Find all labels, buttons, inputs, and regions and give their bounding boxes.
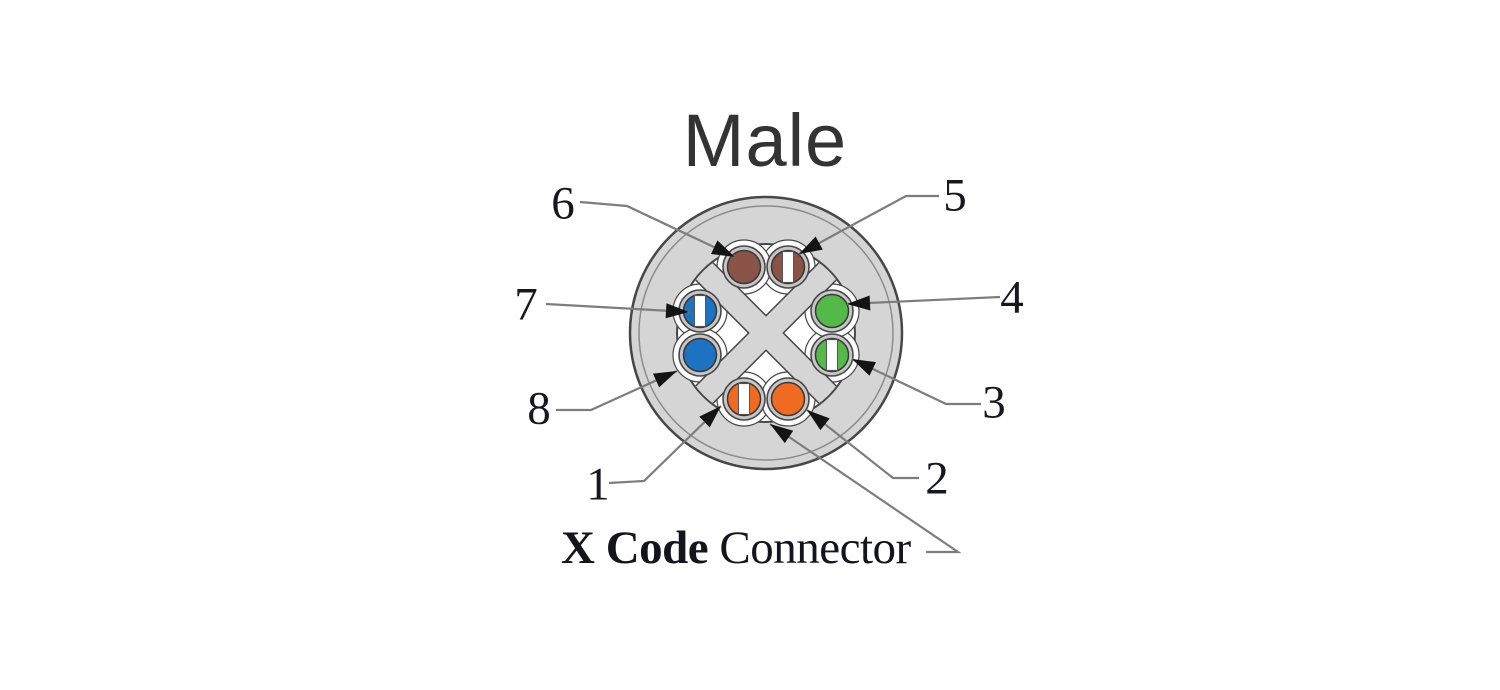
leader-line-pin-2 [806, 409, 919, 480]
leader-line-pin-4 [846, 295, 1001, 311]
caption-code-name: X Code [561, 522, 709, 574]
pin-label-1: 1 [586, 458, 610, 511]
connector-shell-inner-line [638, 205, 894, 461]
pin-label-4: 4 [1000, 271, 1024, 324]
leader-line-pin-6 [579, 200, 736, 258]
leader-line-pin-7 [545, 302, 690, 319]
pin-label-3: 3 [982, 376, 1006, 429]
pin-2-orange [770, 381, 806, 417]
leader-line-connector-body [769, 423, 962, 554]
pin-8-blue [682, 337, 718, 373]
pin-6-brown [726, 249, 762, 285]
pin-4-green [814, 293, 850, 329]
pin-3-white-green [814, 337, 850, 373]
leader-line-pin-8 [556, 369, 678, 412]
pin-label-5: 5 [943, 169, 967, 222]
page-title: Male [682, 99, 848, 182]
caption-connector-word: Connector [708, 522, 911, 574]
pin-5-white-brown [770, 249, 806, 285]
leader-line-pin-5 [798, 194, 939, 255]
leader-line-pin-1 [608, 405, 722, 485]
pin-label-8: 8 [527, 382, 551, 435]
connector-body [628, 195, 904, 471]
pin-label-6: 6 [551, 177, 575, 230]
pin-label-2: 2 [925, 452, 949, 505]
pin-label-7: 7 [514, 278, 538, 331]
leader-line-pin-3 [851, 358, 981, 406]
pin-1-white-orange [726, 381, 762, 417]
pins [682, 249, 850, 417]
leader-lines [545, 194, 1001, 554]
connector-type-caption: X Code Connector [561, 525, 911, 572]
